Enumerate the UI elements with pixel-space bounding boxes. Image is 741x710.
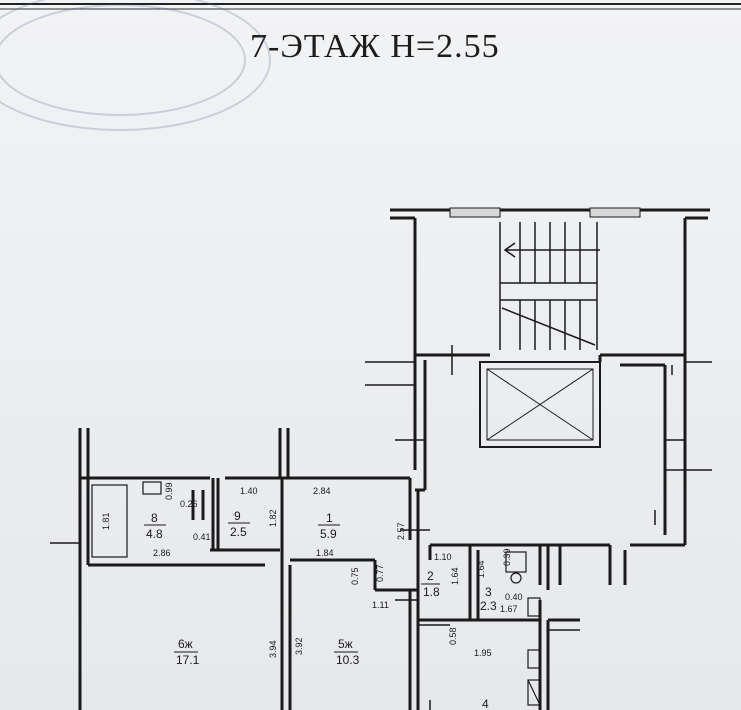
dim-1-67: 1.67	[500, 604, 518, 614]
room-6-area: 17.1	[176, 653, 200, 667]
dim-3-94: 3.94	[268, 640, 278, 658]
dim-0-99: 0.99	[164, 482, 174, 500]
dim-1-64-a: 1.64	[450, 567, 460, 585]
room-5-number: 5ж	[338, 637, 353, 651]
dim-0-41: 0.41	[193, 532, 211, 542]
dim-0-39: 0.39	[502, 548, 512, 566]
room-2-area: 1.8	[423, 585, 440, 599]
elevator-shaft	[479, 361, 601, 448]
dim-1-11: 1.11	[372, 600, 389, 610]
stamp-watermark	[0, 0, 271, 131]
dim-1-81: 1.81	[101, 512, 111, 530]
dim-0-40: 0.40	[505, 592, 523, 602]
room-1-area: 5.9	[320, 527, 337, 541]
room-1-number: 1	[326, 511, 333, 525]
dim-1-64-b: 1.64	[476, 560, 486, 578]
sheet-top-border	[0, 3, 741, 10]
room-8-number: 8	[151, 511, 158, 525]
room-9-number: 9	[234, 509, 241, 523]
windows	[449, 207, 641, 218]
dim-0-58: 0.58	[448, 627, 458, 645]
walls	[78, 208, 710, 710]
staircase	[499, 222, 600, 350]
room-2-number: 2	[427, 569, 434, 583]
dim-2-84: 2.84	[313, 486, 331, 496]
dim-3-92: 3.92	[294, 637, 304, 655]
dim-1-10: 1.10	[434, 552, 452, 562]
dimension-ticks	[50, 345, 712, 710]
room-3-area: 2.3	[480, 599, 497, 613]
dim-1-84: 1.84	[316, 548, 334, 558]
room-8-area: 4.8	[146, 527, 163, 541]
dim-0-26: 0.26	[180, 499, 198, 509]
room-6-number: 6ж	[178, 637, 193, 651]
room-5-area: 10.3	[336, 653, 360, 667]
dim-0-77: 0.77	[375, 564, 385, 582]
bathroom-fixtures	[91, 481, 541, 706]
dim-2-57: 2.57	[396, 522, 406, 540]
room-4-number: 4	[482, 697, 489, 710]
dim-0-75: 0.75	[350, 567, 360, 585]
room-3-number: 3	[485, 585, 492, 599]
dim-1-95: 1.95	[474, 648, 492, 658]
dim-1-40: 1.40	[240, 486, 258, 496]
dim-2-86: 2.86	[153, 548, 171, 558]
floor-title: 7-ЭТАЖ H=2.55	[250, 28, 500, 65]
dim-1-82: 1.82	[268, 509, 278, 527]
room-9-area: 2.5	[230, 525, 247, 539]
